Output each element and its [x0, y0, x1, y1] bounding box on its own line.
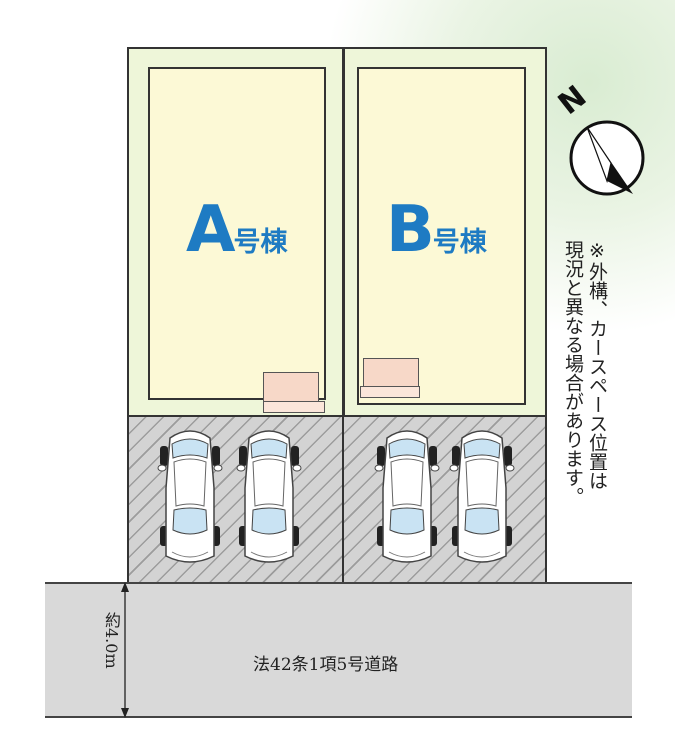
building-b-suffix: 号棟 [432, 227, 487, 258]
disclaimer-line-1: ※外構、カースペース位置は [586, 240, 608, 490]
entrance-step-b [360, 386, 420, 398]
entrance-step-a [263, 401, 325, 413]
road-label: 法42条1項5号道路 [253, 655, 399, 675]
car-icon [236, 430, 302, 563]
building-a-suffix: 号棟 [233, 227, 288, 258]
building-a-letter: A [186, 193, 236, 267]
building-b-letter: B [386, 193, 435, 267]
car-icon [374, 430, 440, 563]
car-icon [157, 430, 223, 563]
north-arrow-icon [569, 120, 645, 196]
entrance-porch-a [263, 372, 319, 403]
road-edge-top [45, 582, 632, 584]
disclaimer-line-2: 現況と異なる場合があります。 [562, 240, 584, 506]
road[interactable] [45, 582, 632, 717]
road-width-dimension [121, 582, 129, 718]
disclaimer-note: ※外構、カースペース位置は 現況と異なる場合があります。 [561, 240, 609, 506]
building-a-footprint[interactable] [148, 67, 326, 400]
car-icon [449, 430, 515, 563]
building-a-label: A号棟 [186, 193, 288, 267]
building-b-footprint[interactable] [357, 67, 526, 405]
building-b-label: B号棟 [386, 193, 487, 267]
parking-area-b[interactable] [342, 415, 547, 584]
road-width-label: 約4.0m [102, 612, 121, 669]
road-edge-bottom [45, 716, 632, 718]
